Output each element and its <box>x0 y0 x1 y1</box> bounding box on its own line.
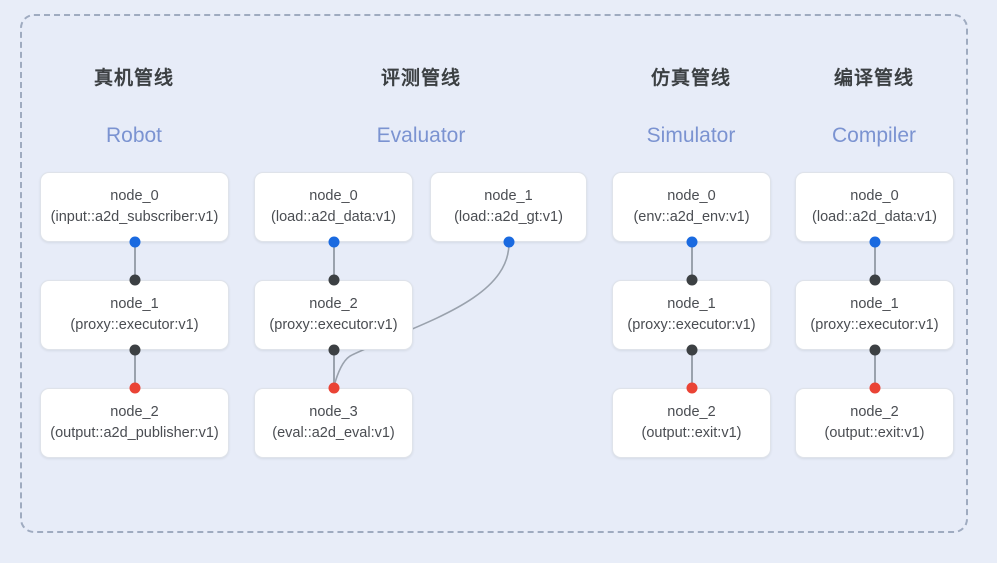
node-name: node_2 <box>850 403 899 420</box>
port-output-compiler-node_0[interactable] <box>869 236 880 248</box>
node-box-robot-node_2[interactable]: node_2(output::a2d_publisher:v1) <box>40 388 229 458</box>
column-subtitle-compiler: Compiler <box>831 124 917 147</box>
port-output-evaluator-node_0[interactable] <box>328 236 339 248</box>
node-box-robot-node_1[interactable]: node_1(proxy::executor:v1) <box>40 280 229 350</box>
column-subtitle-simulator: Simulator <box>646 124 736 147</box>
node-name: node_2 <box>667 403 716 420</box>
node-box-compiler-node_0[interactable]: node_0(load::a2d_data:v1) <box>795 172 954 242</box>
port-input-compiler-node_1[interactable] <box>869 274 880 286</box>
port-input-simulator-node_1[interactable] <box>686 274 697 286</box>
node-name: node_3 <box>309 403 358 420</box>
port-input-compiler-node_2[interactable] <box>869 382 880 394</box>
node-name: node_0 <box>309 187 358 204</box>
node-type: (proxy::executor:v1) <box>269 317 398 333</box>
port-output-robot-node_0[interactable] <box>129 236 140 248</box>
port-output-simulator-node_0[interactable] <box>686 236 697 248</box>
node-box-evaluator-node_1[interactable]: node_1(load::a2d_gt:v1) <box>430 172 587 242</box>
port-output-simulator-node_1[interactable] <box>686 344 697 356</box>
node-name: node_1 <box>850 295 899 312</box>
node-box-simulator-node_0[interactable]: node_0(env::a2d_env:v1) <box>612 172 771 242</box>
node-type: (output::exit:v1) <box>641 425 742 441</box>
edge-robot-node_0-to-node_1 <box>133 242 136 280</box>
port-input-simulator-node_2[interactable] <box>686 382 697 394</box>
node-name: node_0 <box>850 187 899 204</box>
node-name: node_1 <box>667 295 716 312</box>
edge-compiler-node_0-to-node_1 <box>873 242 876 280</box>
node-type: (output::a2d_publisher:v1) <box>50 425 219 441</box>
node-box-evaluator-node_3[interactable]: node_3(eval::a2d_eval:v1) <box>254 388 413 458</box>
edge-simulator-node_1-to-node_2 <box>690 350 693 388</box>
node-name: node_0 <box>667 187 716 204</box>
node-box-simulator-node_1[interactable]: node_1(proxy::executor:v1) <box>612 280 771 350</box>
node-type: (env::a2d_env:v1) <box>633 209 750 225</box>
node-type: (proxy::executor:v1) <box>810 317 939 333</box>
node-type: (eval::a2d_eval:v1) <box>272 425 395 441</box>
edge-compiler-node_1-to-node_2 <box>873 350 876 388</box>
node-type: (proxy::executor:v1) <box>627 317 756 333</box>
node-box-compiler-node_1[interactable]: node_1(proxy::executor:v1) <box>795 280 954 350</box>
node-type: (load::a2d_data:v1) <box>271 209 396 225</box>
node-box-evaluator-node_0[interactable]: node_0(load::a2d_data:v1) <box>254 172 413 242</box>
column-title-evaluator: 评测管线 <box>380 68 462 89</box>
node-type: (load::a2d_gt:v1) <box>454 209 563 225</box>
node-box-simulator-node_2[interactable]: node_2(output::exit:v1) <box>612 388 771 458</box>
port-input-evaluator-node_2[interactable] <box>328 274 339 286</box>
port-output-compiler-node_1[interactable] <box>869 344 880 356</box>
port-input-evaluator-node_3[interactable] <box>328 382 339 394</box>
node-name: node_0 <box>110 187 159 204</box>
edge-evaluator-node_0-to-node_2 <box>332 242 335 280</box>
edge-robot-node_1-to-node_2 <box>133 350 136 388</box>
node-box-evaluator-node_2[interactable]: node_2(proxy::executor:v1) <box>254 280 413 350</box>
port-input-robot-node_1[interactable] <box>129 274 140 286</box>
edge-simulator-node_0-to-node_1 <box>690 242 693 280</box>
node-box-compiler-node_2[interactable]: node_2(output::exit:v1) <box>795 388 954 458</box>
node-type: (proxy::executor:v1) <box>70 317 199 333</box>
node-type: (output::exit:v1) <box>824 425 925 441</box>
column-subtitle-robot: Robot <box>105 124 163 147</box>
port-output-evaluator-node_1[interactable] <box>503 236 514 248</box>
column-title-simulator: 仿真管线 <box>650 68 732 89</box>
port-output-evaluator-node_2[interactable] <box>328 344 339 356</box>
node-type: (input::a2d_subscriber:v1) <box>50 209 219 225</box>
node-name: node_2 <box>110 403 159 420</box>
node-type: (load::a2d_data:v1) <box>812 209 937 225</box>
port-input-robot-node_2[interactable] <box>129 382 140 394</box>
column-title-robot: 真机管线 <box>93 68 175 89</box>
node-name: node_1 <box>484 187 533 204</box>
node-box-robot-node_0[interactable]: node_0(input::a2d_subscriber:v1) <box>40 172 229 242</box>
column-title-compiler: 编译管线 <box>833 68 915 89</box>
port-output-robot-node_1[interactable] <box>129 344 140 356</box>
node-name: node_1 <box>110 295 159 312</box>
column-subtitle-evaluator: Evaluator <box>376 124 466 147</box>
node-name: node_2 <box>309 295 358 312</box>
